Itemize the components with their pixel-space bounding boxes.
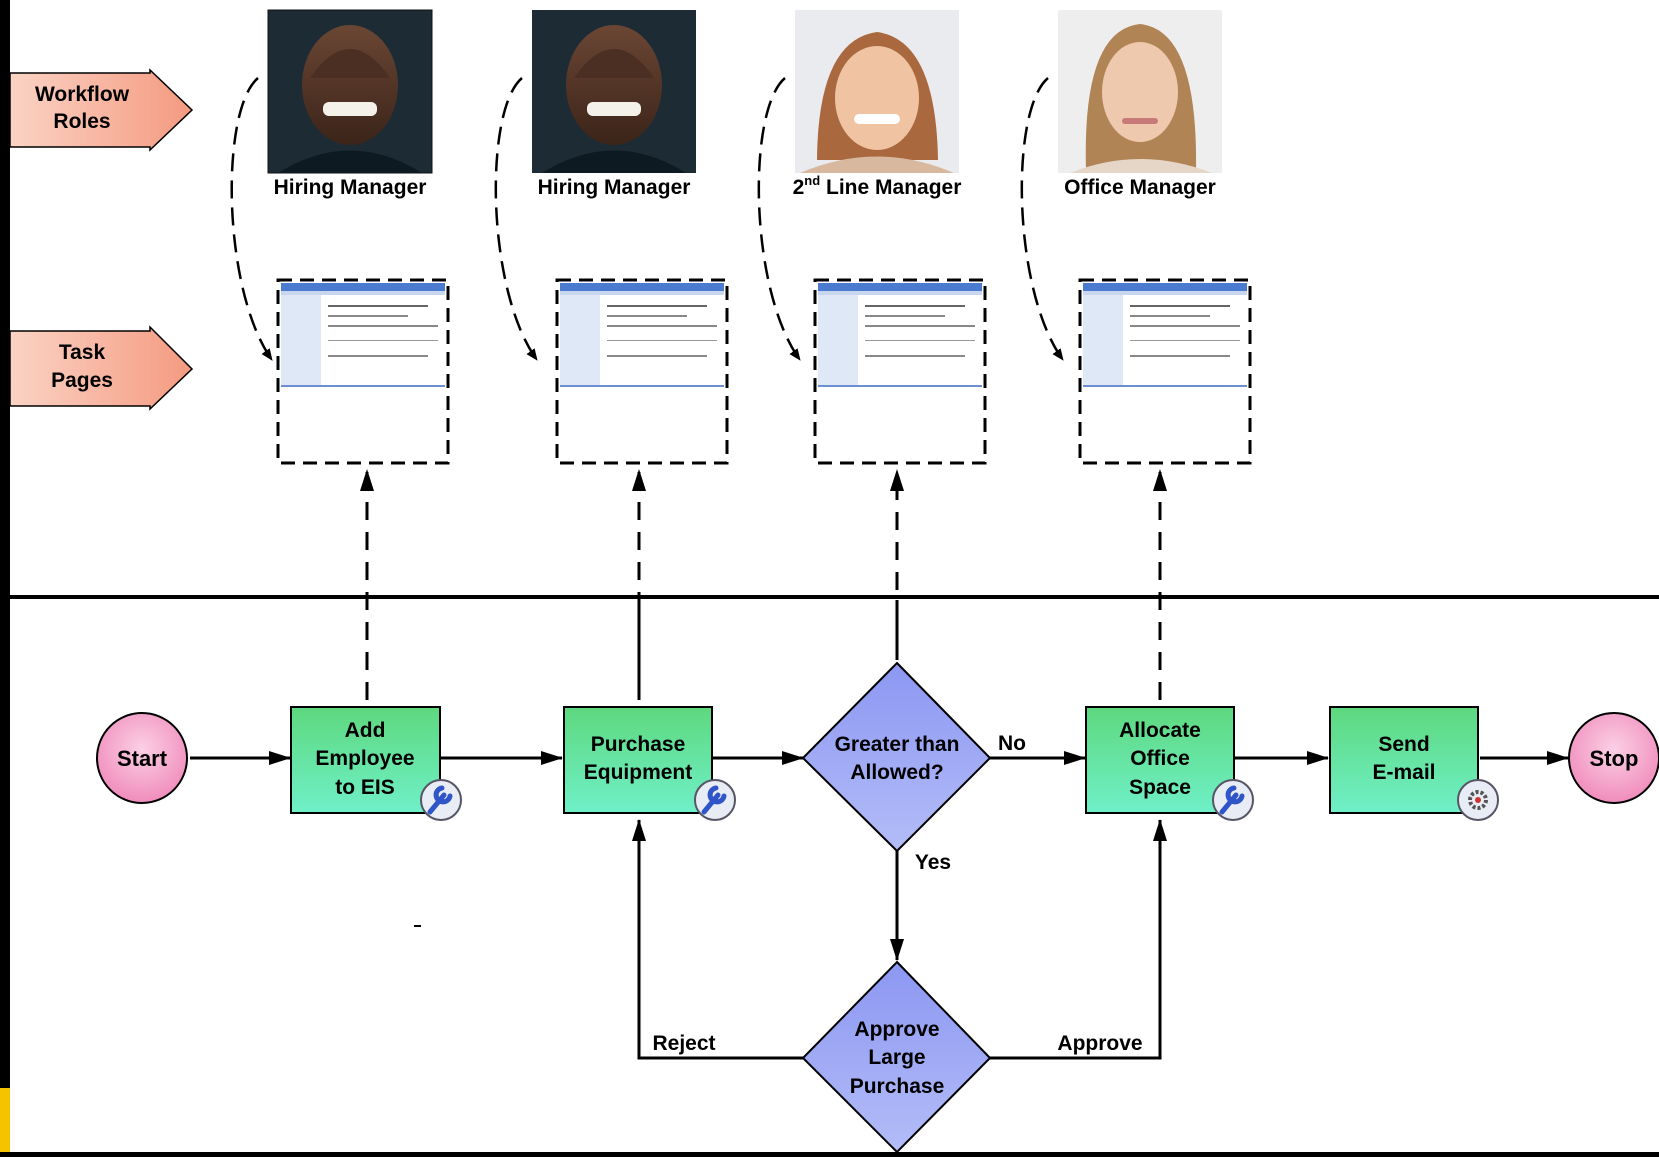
svg-text:E-mail: E-mail [1372,761,1435,784]
stop-label: Stop [1590,746,1639,771]
task-page-1 [276,278,450,465]
legend-roles-line2: Roles [53,110,110,133]
task-add-employee: Add Employee to EIS [290,706,462,821]
svg-text:Add: Add [345,719,386,742]
svg-text:Large: Large [868,1046,925,1069]
edge-label-yes: Yes [915,851,951,874]
start-label: Start [117,746,168,771]
svg-text:Purchase: Purchase [591,733,686,756]
edge-label-reject: Reject [652,1032,715,1055]
wrench-icon [694,779,736,821]
svg-text:Send: Send [1378,733,1429,756]
task-allocate-office-space: Allocate Office Space [1085,706,1254,821]
svg-text:Allocate: Allocate [1119,719,1201,742]
svg-text:Greater than: Greater than [835,733,960,756]
svg-text:Equipment: Equipment [584,761,693,784]
svg-text:Office: Office [1130,747,1190,770]
task-to-page-links [360,469,1167,700]
decision-approve-large-purchase: Approve Large Purchase [801,960,992,1154]
legend-workflow-roles: Workflow Roles [9,68,194,152]
legend-tasks-line2: Pages [51,369,113,392]
start-node: Start [96,712,188,804]
task-send-email: Send E-mail [1329,706,1499,821]
role-photo-3 [795,10,959,173]
svg-text:to EIS: to EIS [335,776,395,799]
role-to-task-links [230,77,1065,361]
legend-tasks-line1: Task [59,341,106,364]
wrench-icon [1212,779,1254,821]
svg-text:Employee: Employee [315,747,414,770]
corner-marker [0,1088,10,1152]
role-label-1: Hiring Manager [274,176,427,199]
role-photo-1 [267,9,433,174]
wrench-icon [420,779,462,821]
role-label-3: 2nd Line Manager [793,173,962,199]
flow-connectors [190,751,1569,1060]
workflow-diagram: Workflow Roles Task Pages Hiring Ma [9,9,1659,1154]
task-page-4 [1078,278,1252,465]
role-photo-4 [1058,10,1222,173]
edge-label-approve: Approve [1057,1032,1142,1055]
svg-text:Purchase: Purchase [850,1075,945,1098]
diagram-canvas: Workflow Roles Task Pages Hiring Ma [9,0,1659,1154]
role-label-4: Office Manager [1064,176,1216,199]
svg-text:Allowed?: Allowed? [850,761,943,784]
role-label-2: Hiring Manager [538,176,691,199]
gear-icon [1457,779,1499,821]
task-purchase-equipment: Purchase Equipment [563,706,736,821]
task-page-3 [813,278,987,465]
role-photo-2 [532,10,696,173]
task-page-2 [555,278,729,465]
svg-text:Approve: Approve [854,1018,939,1041]
svg-text:Space: Space [1129,776,1191,799]
stop-node: Stop [1568,712,1659,804]
decision-greater-than-allowed: Greater than Allowed? [801,661,992,853]
legend-roles-line1: Workflow [35,83,130,106]
legend-task-pages: Task Pages [9,325,194,411]
edge-label-no: No [998,732,1026,755]
